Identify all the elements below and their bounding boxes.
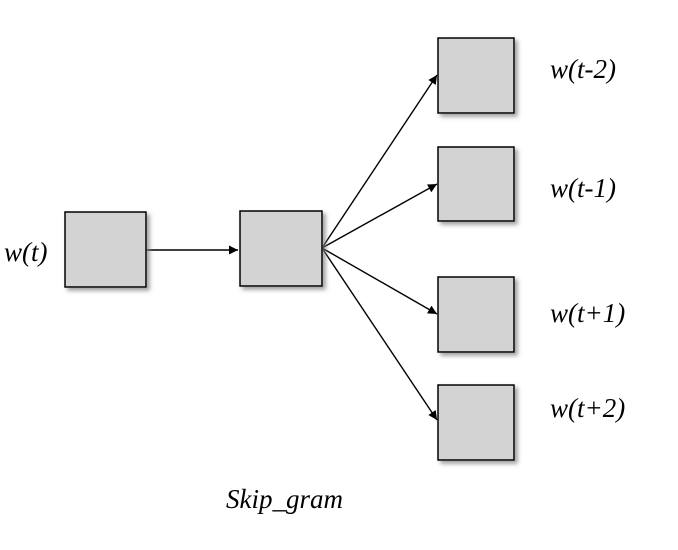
diagram-caption: Skip_gram xyxy=(226,484,343,514)
edges xyxy=(146,74,438,421)
output-node-t-minus-1 xyxy=(437,146,515,222)
output-label-t-plus-2: w(t+2) xyxy=(550,393,625,423)
output-node-t-minus-2 xyxy=(437,37,515,114)
hidden-node xyxy=(239,210,323,287)
edge-hidden-to-output-t-minus-2 xyxy=(321,74,438,249)
edge-hidden-to-output-t-plus-1 xyxy=(321,247,438,315)
edge-hidden-to-output-t-plus-2 xyxy=(321,247,438,421)
output-node-t-plus-2 xyxy=(437,384,515,461)
input-label: w(t) xyxy=(4,237,48,267)
input-node xyxy=(64,211,147,288)
output-label-t-minus-1: w(t-1) xyxy=(550,173,616,203)
output-label-t-plus-1: w(t+1) xyxy=(550,298,625,328)
edge-hidden-to-output-t-minus-1 xyxy=(321,183,438,249)
output-node-t-plus-1 xyxy=(437,276,515,353)
output-label-t-minus-2: w(t-2) xyxy=(550,54,616,84)
